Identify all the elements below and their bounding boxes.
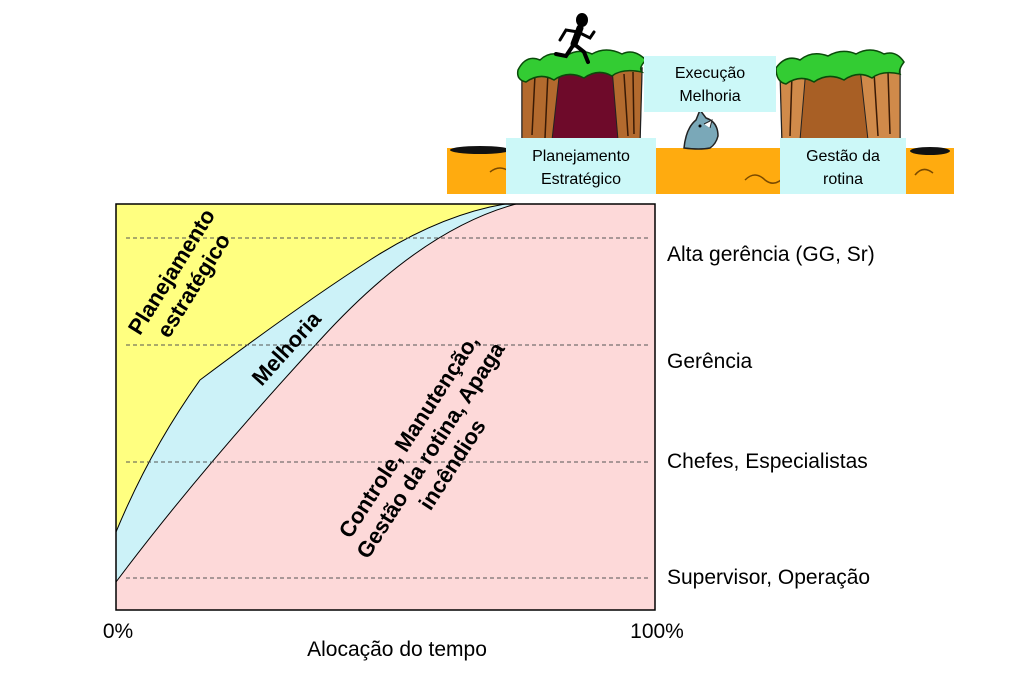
improvement-boundary <box>115 203 517 583</box>
planning-region <box>116 204 505 532</box>
execution-box-line2: Melhoria <box>679 88 740 105</box>
execution-box-line1: Execução <box>675 65 745 82</box>
organizational-levels: Alta gerência (GG, Sr) Gerência Chefes, … <box>667 243 875 589</box>
routine-label-box <box>780 138 906 194</box>
routine-box-line1: Gestão da <box>806 148 880 165</box>
hole-shadow-left <box>450 146 510 154</box>
level-supervisor-operation: Supervisor, Operação <box>667 566 870 589</box>
left-cliff <box>516 49 648 141</box>
allocation-chart: Planejamento estratégico Melhoria Contro… <box>115 203 656 611</box>
planning-box-line1: Planejamento <box>532 148 630 165</box>
planning-label-box <box>506 138 656 194</box>
x-axis: 0% 100% Alocação do tempo <box>103 620 684 661</box>
level-gridlines <box>126 237 648 579</box>
shark-figure <box>683 108 719 150</box>
planning-boundary <box>115 203 506 533</box>
level-chiefs-specialists: Chefes, Especialistas <box>667 450 868 473</box>
runner-figure <box>554 13 596 64</box>
routine-box-line2: rotina <box>823 171 863 188</box>
level-management: Gerência <box>667 350 753 373</box>
x-axis-min: 0% <box>103 620 133 643</box>
planning-box-line2: Estratégico <box>541 171 621 188</box>
chart-frame <box>115 203 656 611</box>
ground-crack <box>914 168 934 176</box>
execution-label-box <box>644 56 776 112</box>
x-axis-title: Alocação do tempo <box>307 638 487 661</box>
right-cliff <box>775 49 905 141</box>
cliff-illustration: Planejamento Estratégico Execução Melhor… <box>447 13 954 194</box>
level-top-management: Alta gerência (GG, Sr) <box>667 243 875 266</box>
hole-shadow-right <box>910 147 950 155</box>
ground-crack <box>744 174 786 184</box>
x-axis-max: 100% <box>630 620 684 643</box>
